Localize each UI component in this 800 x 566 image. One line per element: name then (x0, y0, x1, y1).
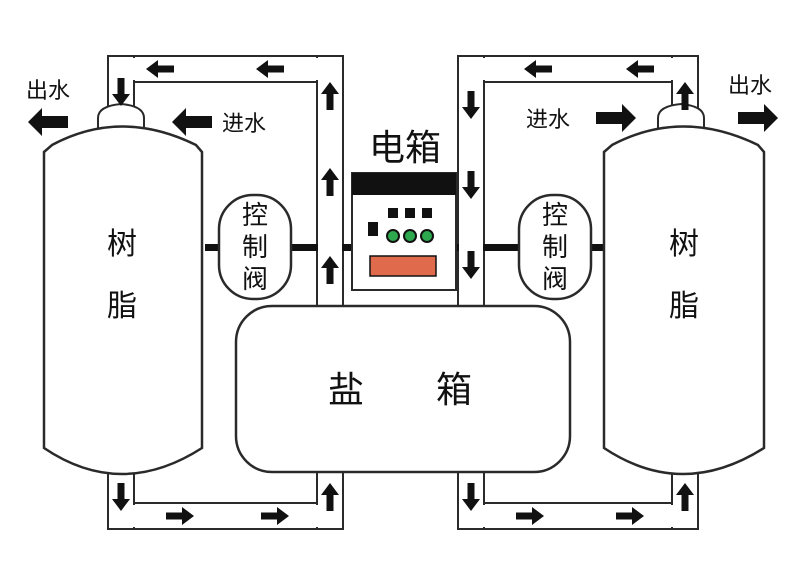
panel-button-icon (422, 208, 432, 218)
resin-right-char-2: 脂 (669, 289, 699, 324)
valve-right-char-3: 阀 (542, 265, 568, 295)
control-box-display (369, 255, 437, 277)
valve-left-char-2: 制 (242, 233, 268, 263)
control-box-label: 电箱 (369, 128, 441, 169)
indicator-light-icon (420, 229, 434, 243)
valve-left-char-1: 控 (242, 201, 268, 231)
inlet-left-label: 进水 (222, 112, 266, 137)
resin-tank-left: 树 脂 (42, 102, 204, 476)
panel-button-icon (368, 222, 378, 236)
salt-tank: 盐 箱 (234, 304, 572, 474)
inlet-right-label: 进水 (526, 108, 570, 133)
outlet-right-arrow-icon (738, 104, 778, 132)
indicator-light-icon (386, 229, 400, 243)
valve-right-char-1: 控 (542, 201, 568, 231)
control-valve-right: 控 制 阀 (517, 193, 593, 301)
tank-neck-left (97, 102, 145, 131)
outlet-right-label: 出水 (728, 74, 772, 99)
resin-left-char-2: 脂 (107, 289, 137, 324)
inlet-left-arrow-icon (172, 108, 212, 136)
external-arrows (28, 104, 778, 136)
control-box-header (352, 173, 456, 195)
resin-tank-right: 树 脂 (602, 102, 766, 476)
outlet-left-arrow-icon (28, 108, 68, 136)
resin-right-char-1: 树 (669, 227, 699, 262)
inlet-right-arrow-icon (596, 104, 636, 132)
indicator-light-icon (403, 229, 417, 243)
panel-button-icon (405, 208, 415, 218)
control-valve-left: 控 制 阀 (217, 193, 293, 301)
outlet-left-label: 出水 (26, 79, 70, 104)
valve-left-char-3: 阀 (242, 265, 268, 295)
panel-button-icon (388, 208, 398, 218)
control-box: 电箱 (351, 128, 457, 291)
valve-right-char-2: 制 (542, 233, 568, 263)
salt-tank-label: 盐 箱 (328, 370, 472, 411)
resin-left-char-1: 树 (107, 227, 137, 262)
